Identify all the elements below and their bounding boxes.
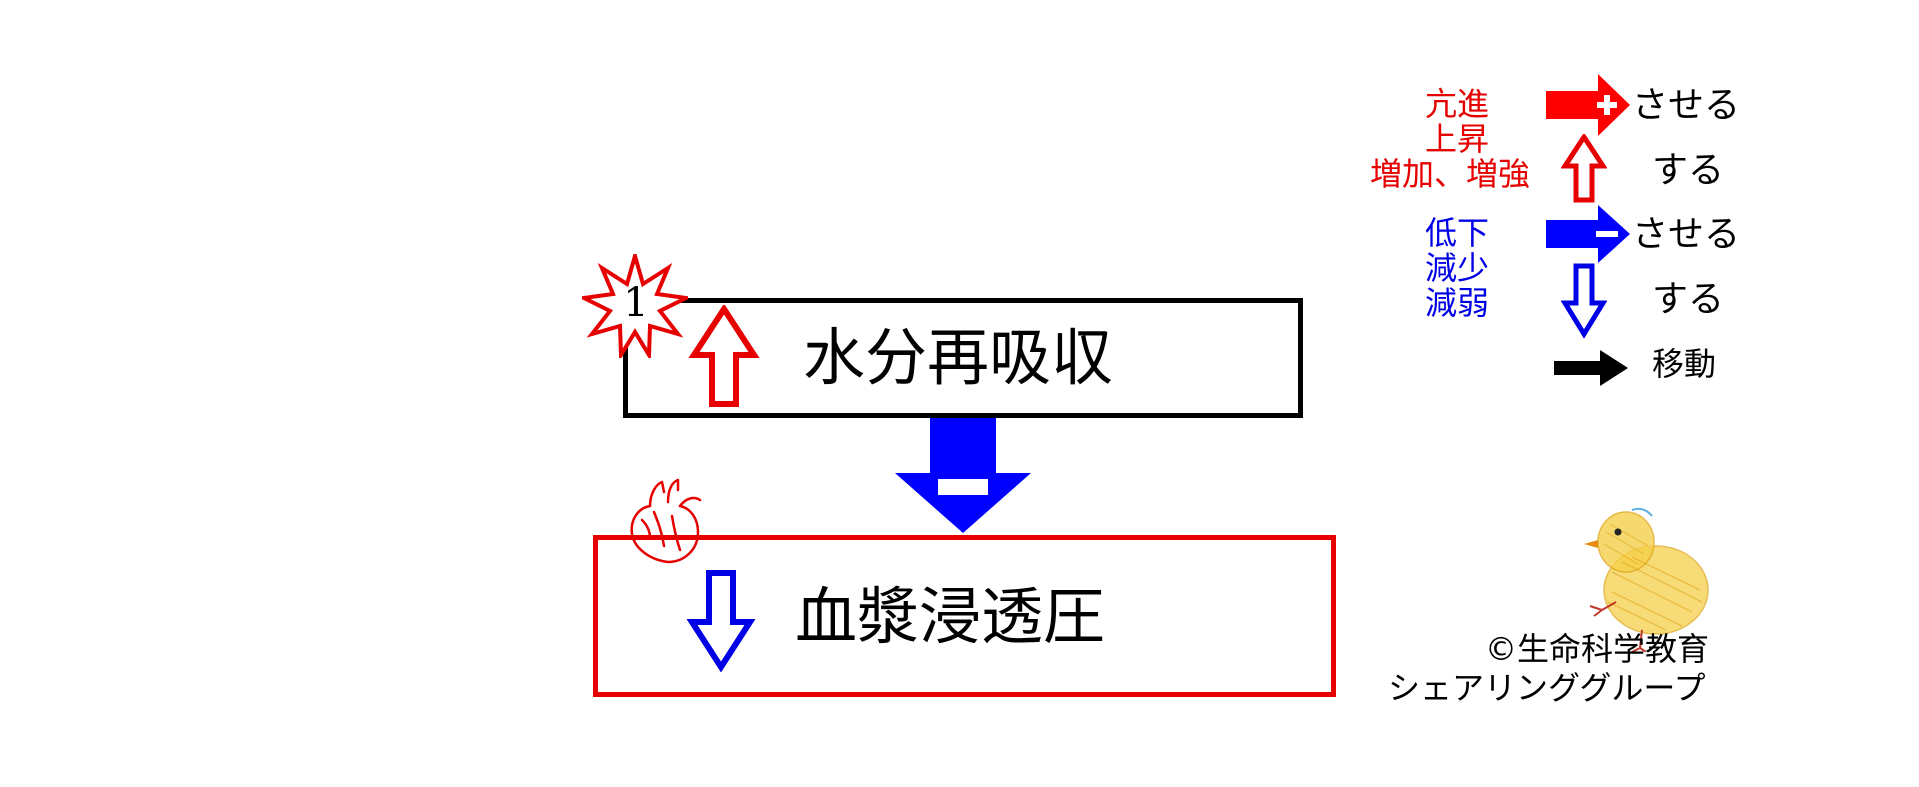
legend-make-increase-text: させる [1632, 85, 1741, 126]
down-outline-arrow-icon [686, 570, 756, 672]
water-reabsorption-label: 水分再吸収 [803, 321, 1114, 394]
badge-number: 1 [623, 280, 649, 326]
starburst-badge-icon [582, 254, 688, 358]
chick-icon [1584, 507, 1709, 652]
legend-make-decrease-text: させる [1632, 214, 1741, 255]
legend-decrease-text: する [1652, 279, 1725, 320]
legend-decrease-term-2: 減少 [1425, 249, 1490, 287]
legend-increase-term-2: 上昇 [1425, 120, 1490, 158]
plasma-osmotic-pressure-label: 血漿浸透圧 [795, 580, 1106, 653]
blue-minus-down-arrow-icon [895, 418, 1031, 533]
legend-decrease-term-3: 減弱 [1425, 284, 1490, 322]
legend-increase-term-3: 増加、増強 [1370, 155, 1531, 193]
legend-move-text: 移動 [1652, 345, 1717, 383]
blue-minus-right-arrow-icon [1546, 205, 1630, 263]
up-outline-arrow-icon [688, 305, 760, 407]
legend-decrease-term-1: 低下 [1425, 214, 1490, 252]
legend-increase-term-1: 亢進 [1425, 85, 1490, 123]
red-plus-right-arrow-icon [1546, 74, 1630, 136]
black-right-arrow-icon [1554, 350, 1628, 386]
legend-up-outline-arrow-icon [1561, 134, 1607, 203]
credit-line-2: シェアリンググループ [1388, 669, 1706, 707]
heart-icon [630, 478, 702, 564]
legend-increase-text: する [1652, 150, 1725, 191]
legend-down-outline-arrow-icon [1561, 263, 1607, 339]
credit-line-1: ©生命科学教育 [1485, 630, 1710, 668]
